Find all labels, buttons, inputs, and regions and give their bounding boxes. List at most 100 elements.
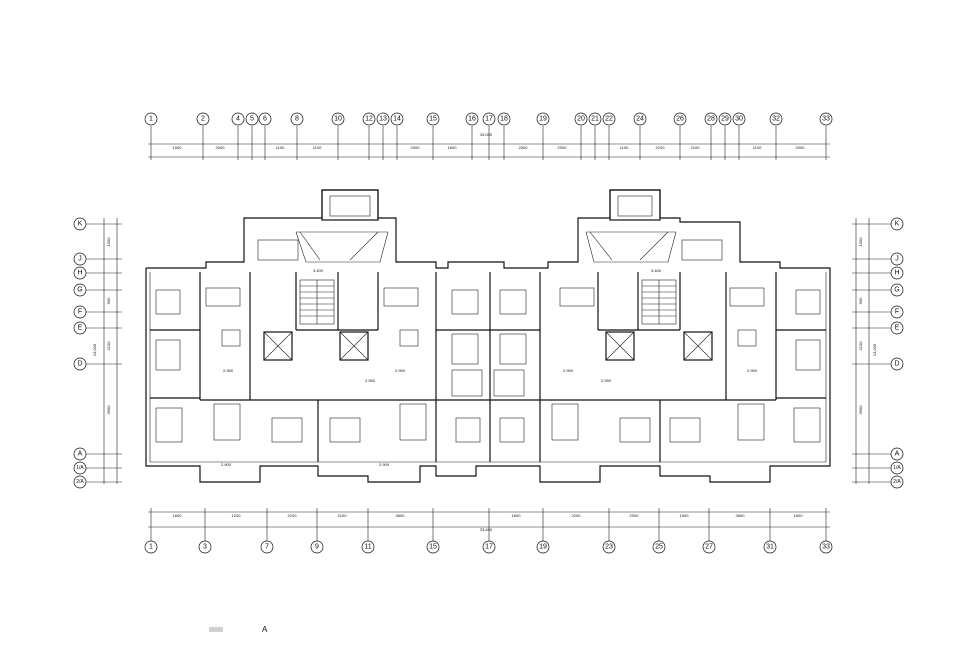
axis-bubble: 10: [331, 112, 345, 160]
svg-text:J: J: [78, 256, 82, 263]
svg-text:G: G: [894, 287, 899, 294]
svg-text:2.950: 2.950: [747, 368, 758, 373]
svg-text:1500: 1500: [173, 145, 183, 150]
elevator-shafts: [263, 331, 713, 361]
svg-text:32: 32: [772, 116, 780, 123]
axis-bubble: 6: [258, 112, 272, 160]
svg-text:2100: 2100: [656, 145, 666, 150]
svg-text:2000: 2000: [519, 145, 529, 150]
right-dimension-lines: [855, 218, 870, 484]
svg-text:3600: 3600: [106, 405, 111, 415]
axis-bubble: 25: [652, 508, 666, 554]
axis-bubble: 14: [390, 112, 404, 160]
furniture: [155, 287, 821, 443]
axis-bubble: F: [73, 305, 122, 319]
svg-text:5: 5: [250, 116, 254, 123]
svg-text:2100: 2100: [106, 341, 111, 351]
svg-text:G: G: [77, 287, 82, 294]
axis-bubble: 27: [702, 508, 716, 554]
axis-bubble: 7: [260, 508, 274, 554]
svg-text:2.950: 2.950: [395, 368, 406, 373]
svg-text:2000: 2000: [558, 145, 568, 150]
axis-bubble: 18: [497, 112, 511, 160]
svg-text:7: 7: [265, 544, 269, 551]
svg-text:2.950: 2.950: [601, 378, 612, 383]
svg-text:3600: 3600: [396, 513, 406, 518]
top-dimension-labels: 1500 2000 1100 1100 2000 1600 33,000 200…: [173, 132, 806, 150]
svg-text:2.900: 2.900: [379, 462, 390, 467]
svg-text:13,000: 13,000: [92, 343, 97, 356]
interior-walls: [150, 272, 826, 462]
svg-text:1600: 1600: [448, 145, 458, 150]
svg-text:2.950: 2.950: [365, 378, 376, 383]
svg-text:1: 1: [149, 544, 153, 551]
axis-bubble: 1: [144, 508, 158, 554]
svg-text:22: 22: [605, 116, 613, 123]
svg-text:20: 20: [577, 116, 585, 123]
axis-bubble: 16: [465, 112, 479, 160]
svg-text:2100: 2100: [288, 513, 298, 518]
axis-bubble: 20: [574, 112, 588, 160]
svg-text:A: A: [262, 625, 268, 634]
svg-text:17: 17: [485, 116, 493, 123]
axis-bubble: 28: [704, 112, 718, 160]
svg-text:1100: 1100: [753, 145, 762, 150]
svg-text:1/A: 1/A: [76, 465, 84, 471]
axis-bubble: 5: [245, 112, 259, 160]
svg-text:1200: 1200: [232, 513, 242, 518]
svg-text:1600: 1600: [794, 513, 804, 518]
svg-text:18: 18: [500, 116, 508, 123]
svg-text:26: 26: [676, 116, 684, 123]
axis-bubble: J: [852, 252, 904, 266]
svg-text:2100: 2100: [858, 341, 863, 351]
axis-bubble: 32: [769, 112, 783, 160]
svg-text:33,400: 33,400: [480, 527, 493, 532]
svg-text:13: 13: [379, 116, 387, 123]
svg-text:900: 900: [106, 297, 111, 304]
svg-text:900: 900: [858, 297, 863, 304]
bottom-axis-row: 1 3 7 9 11 15 17 19 23 25 27 31 33: [144, 508, 833, 554]
svg-text:D: D: [894, 361, 899, 368]
svg-text:3600: 3600: [858, 405, 863, 415]
svg-text:2.950: 2.950: [563, 368, 574, 373]
svg-text:2: 2: [201, 116, 205, 123]
svg-text:K: K: [78, 221, 83, 228]
axis-bubble: G: [73, 283, 122, 297]
axis-bubble: 24: [633, 112, 647, 160]
svg-text:1600: 1600: [512, 513, 522, 518]
svg-text:2/A: 2/A: [893, 479, 901, 485]
svg-text:10: 10: [334, 116, 342, 123]
svg-text:1/A: 1/A: [893, 465, 901, 471]
svg-text:H: H: [77, 270, 82, 277]
axis-bubble: 33: [819, 508, 833, 554]
left-axis-column: K J H G F E D A 1/A 2/A: [73, 217, 122, 489]
axis-bubble: 9: [310, 508, 324, 554]
axis-bubble: A: [73, 447, 122, 461]
svg-text:1000: 1000: [858, 237, 863, 247]
right-dimension-labels: 1000 900 2100 3600 13,000: [858, 237, 877, 415]
svg-text:1100: 1100: [620, 145, 629, 150]
svg-text:2000: 2000: [630, 513, 640, 518]
svg-text:21: 21: [591, 116, 599, 123]
svg-text:4: 4: [236, 116, 240, 123]
axis-bubble: 17: [482, 508, 496, 554]
axis-bubble: E: [73, 321, 122, 335]
svg-text:2000: 2000: [796, 145, 806, 150]
axis-bubble: 23: [602, 508, 616, 554]
axis-bubble: 22: [602, 112, 616, 160]
axis-bubble: 19: [536, 112, 550, 160]
axis-bubble: 21: [588, 112, 602, 160]
axis-bubble: 15: [426, 112, 440, 160]
axis-bubble: 33: [819, 112, 833, 160]
svg-text:2/A: 2/A: [76, 479, 84, 485]
axis-bubble: 1: [144, 112, 158, 160]
svg-text:J: J: [895, 256, 899, 263]
axis-bubble: 26: [673, 112, 687, 160]
svg-text:1100: 1100: [313, 145, 322, 150]
svg-text:2100: 2100: [338, 513, 348, 518]
building-outline: [145, 189, 831, 483]
svg-text:3: 3: [203, 544, 207, 551]
axis-bubble: H: [852, 266, 904, 280]
axis-bubble: D: [73, 357, 122, 371]
